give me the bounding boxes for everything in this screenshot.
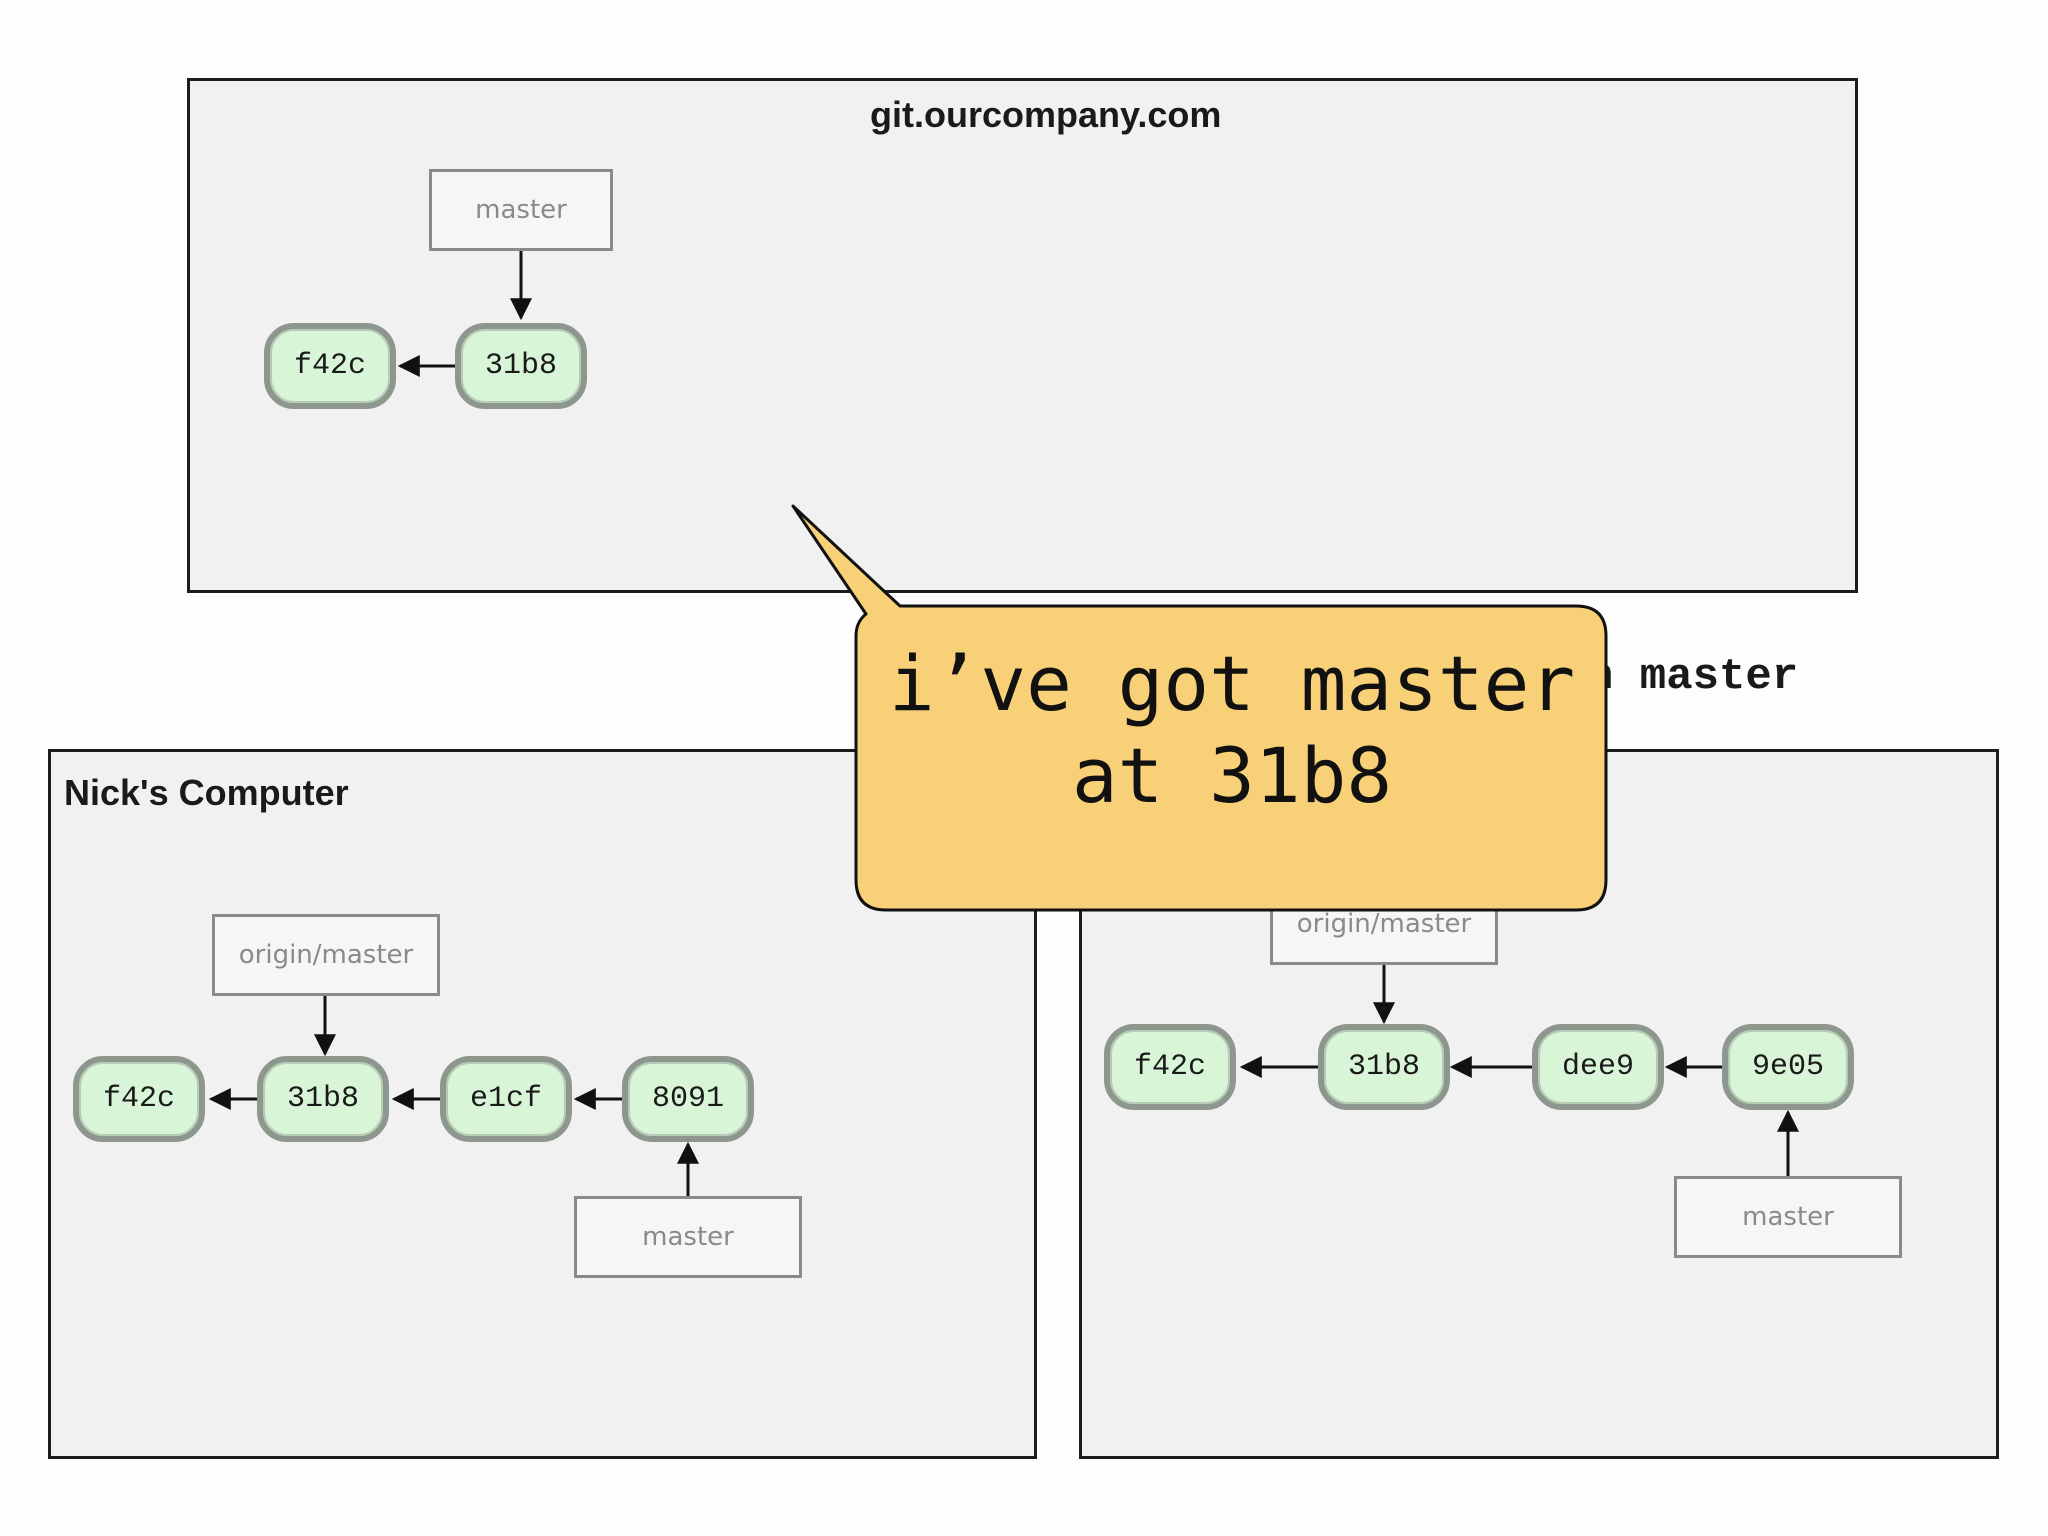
other-commit-9e05: 9e05 — [1722, 1024, 1854, 1110]
nick-origin-master-ref: origin/master — [212, 914, 440, 996]
nick-master-ref: master — [574, 1196, 802, 1278]
nick-commit-e1cf: e1cf — [440, 1056, 572, 1142]
other-commit-31b8: 31b8 — [1318, 1024, 1450, 1110]
speech-bubble-line-2: at 31b8 — [1071, 731, 1393, 820]
command-text: n master — [1587, 652, 1799, 702]
nick-commit-8091: 8091 — [622, 1056, 754, 1142]
nick-commit-f42c: f42c — [73, 1056, 205, 1142]
speech-bubble-shape — [791, 504, 1608, 912]
speech-bubble-text: i’ve got master at 31b8 — [856, 638, 1608, 822]
other-commit-f42c: f42c — [1104, 1024, 1236, 1110]
nick-computer-title: Nick's Computer — [64, 772, 349, 813]
server-commit-f42c: f42c — [264, 323, 396, 409]
server-title: git.ourcompany.com — [870, 94, 1222, 135]
nick-commit-31b8: 31b8 — [257, 1056, 389, 1142]
server-commit-31b8: 31b8 — [455, 323, 587, 409]
speech-bubble-line-1: i’ve got master — [888, 639, 1576, 728]
other-commit-dee9: dee9 — [1532, 1024, 1664, 1110]
server-master-ref: master — [429, 169, 613, 251]
other-master-ref: master — [1674, 1176, 1902, 1258]
